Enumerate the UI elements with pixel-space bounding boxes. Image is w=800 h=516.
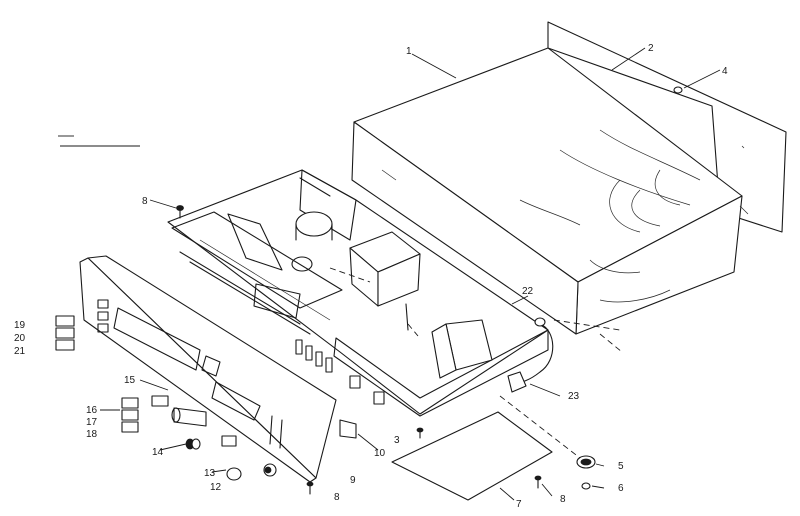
callout-1: 1 [406,46,412,57]
explosion-lines [329,267,623,459]
fitting-part [339,419,357,439]
callout-17: 17 [86,417,98,428]
front-panel [79,255,337,483]
callout-6: 6 [618,483,624,494]
callout-2: 2 [648,43,654,54]
callout-20: 20 [14,333,26,344]
callout-10: 10 [374,448,386,459]
rear-screw [673,86,683,94]
pcb-components [295,303,409,405]
callout-4: 4 [722,66,728,77]
callout-19: 19 [14,320,26,331]
callout-23: 23 [568,391,580,402]
ring-part [576,455,596,469]
transformer [349,231,493,379]
power-cord [507,317,554,393]
knob-group-middle [121,397,139,433]
callout-3: 3 [394,435,400,446]
button-bar [151,395,207,427]
callout-18: 18 [86,429,98,440]
callout-8-bottom: 8 [334,492,340,503]
callout-15: 15 [124,375,136,386]
callout-12: 12 [210,482,222,493]
bolt-part [581,482,591,490]
callout-5: 5 [618,461,624,472]
callout-7: 7 [516,499,522,510]
knob-group-left [55,315,75,351]
callout-13: 13 [204,468,216,479]
callout-22: 22 [522,286,534,297]
callout-labels: 1 2 4 8 22 19 20 21 15 16 17 18 14 13 12… [14,43,728,510]
callout-8-right: 8 [560,494,566,505]
leader-lines [58,47,721,501]
callout-9: 9 [350,475,356,486]
callout-8-top: 8 [142,196,148,207]
bottom-plate [391,411,553,501]
motor [291,211,333,272]
mechanism-assembly [171,211,343,335]
screws [176,205,542,495]
callout-21: 21 [14,346,26,357]
callout-14: 14 [152,447,164,458]
callout-16: 16 [86,405,98,416]
small-knobs [185,435,277,481]
top-cover [351,47,749,335]
